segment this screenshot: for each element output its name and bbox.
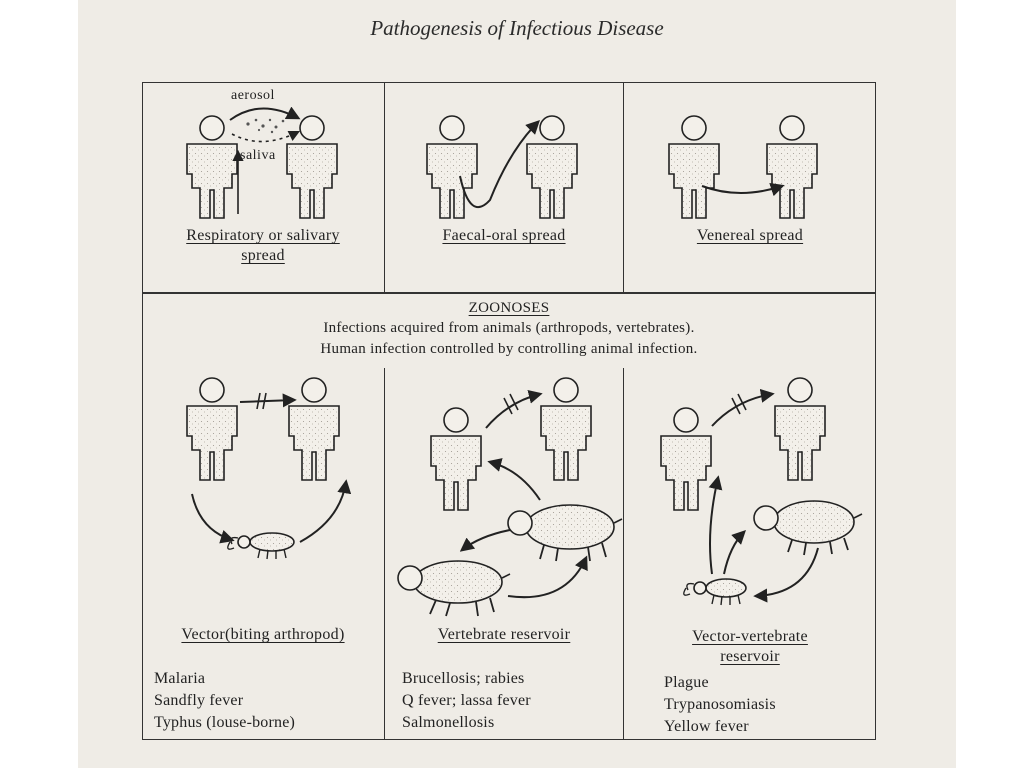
aerosol-droplets (246, 118, 285, 134)
faecal-oral-arrow (459, 120, 540, 209)
vertebrate-disease-list: Brucellosis; rabies Q fever; lassa fever… (402, 668, 531, 734)
person-icon (526, 115, 578, 219)
vector-to-human-arrow-2 (723, 530, 746, 575)
top-row-frame (142, 82, 876, 294)
disease-item: Malaria (154, 670, 206, 687)
vertebrate-caption: Vertebrate reservoir (386, 625, 622, 645)
venereal-arrow (701, 182, 785, 197)
venereal-caption-text: Venereal spread (696, 227, 804, 244)
diagram-title: Pathogenesis of Infectious Disease (370, 16, 664, 40)
zoonoses-line2: Human infection controlled by controllin… (320, 341, 698, 357)
vertebrate-caption-line1: Vertebrate reservoir (437, 626, 571, 643)
vector-caption-line1: Vector(biting arthropod) (181, 626, 345, 643)
arthropod-icon (227, 532, 295, 560)
disease-item: Sandfly fever (154, 692, 244, 709)
person-icon (774, 377, 826, 481)
person-icon (286, 115, 338, 219)
person-icon (668, 115, 720, 219)
top-divider-2 (623, 82, 624, 294)
zoo-divider-2 (623, 368, 624, 740)
respiratory-caption-line2: spread (241, 247, 285, 264)
vector-vertebrate-caption-line2: reservoir (720, 648, 780, 665)
animal-to-human-arrow (487, 458, 541, 501)
vector-vertebrate-caption-line1: Vector-vertebrate (692, 628, 808, 645)
saliva-label: saliva (240, 148, 276, 163)
vector-to-human-arrow-1 (708, 475, 723, 575)
animal-return-arrow (507, 555, 588, 599)
zoonoses-frame (142, 292, 876, 740)
blocked-arrow (239, 393, 297, 408)
disease-item: Trypanosomiasis (664, 696, 776, 713)
to-vector-arrow (191, 493, 235, 544)
vector-vertebrate-caption: Vector-vertebrate reservoir (625, 627, 875, 667)
person-icon (430, 407, 482, 511)
zoonoses-heading-text: ZOONOSES (468, 300, 550, 316)
person-icon (540, 377, 592, 481)
person-icon (766, 115, 818, 219)
person-icon (660, 407, 712, 511)
blocked-arrow (485, 389, 543, 429)
aerosol-arrow (229, 106, 301, 121)
animal-icon (397, 560, 511, 617)
zoonoses-heading: ZOONOSES (142, 300, 876, 317)
animal-icon (753, 500, 863, 556)
disease-item: Salmonellosis (402, 714, 495, 731)
from-vector-arrow (299, 479, 352, 543)
faecal-oral-caption-text: Faecal-oral spread (442, 227, 566, 244)
person-icon (186, 115, 238, 219)
animal-to-animal-arrow (459, 529, 511, 552)
vector-disease-list: Malaria Sandfly fever Typhus (louse-born… (154, 668, 295, 734)
animal-icon (507, 504, 623, 562)
respiratory-caption-line1: Respiratory or salivary (186, 227, 340, 244)
vector-caption: Vector(biting arthropod) (144, 625, 382, 645)
saliva-arrow (231, 130, 301, 143)
disease-item: Plague (664, 674, 709, 691)
person-icon (186, 377, 238, 481)
respiratory-caption: Respiratory or salivary spread (144, 226, 382, 266)
disease-item: Yellow fever (664, 718, 749, 735)
faecal-oral-caption: Faecal-oral spread (386, 226, 622, 246)
blocked-arrow (711, 388, 775, 427)
person-icon (426, 115, 478, 219)
top-divider-1 (384, 82, 385, 294)
disease-item: Brucellosis; rabies (402, 670, 525, 687)
zoo-divider-1 (384, 368, 385, 740)
person-icon (288, 377, 340, 481)
vector-vertebrate-disease-list: Plague Trypanosomiasis Yellow fever (664, 672, 776, 738)
zoonoses-line1: Infections acquired from animals (arthro… (323, 320, 695, 336)
animal-to-vector-arrow (753, 547, 819, 603)
arthropod-icon (683, 578, 747, 606)
disease-item: Q fever; lassa fever (402, 692, 531, 709)
aerosol-label: aerosol (231, 88, 275, 103)
disease-item: Typhus (louse-borne) (154, 714, 296, 731)
venereal-caption: Venereal spread (625, 226, 875, 246)
